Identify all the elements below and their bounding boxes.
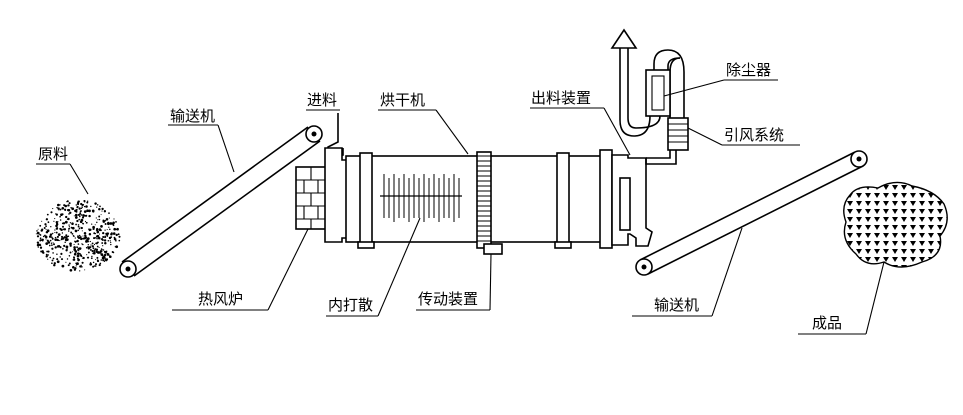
- label-right-conveyor: 输送机: [654, 296, 699, 314]
- label-internal-scatter: 内打散: [328, 296, 373, 314]
- hot-air-furnace: [295, 166, 327, 230]
- dust-collector: [610, 28, 685, 137]
- drive-unit: [483, 243, 503, 255]
- label-discharge-device: 出料装置: [531, 89, 591, 107]
- finished-product-pile: [843, 181, 948, 268]
- dryer-feed-head: [324, 147, 349, 243]
- label-left-conveyor: 输送机: [170, 107, 215, 125]
- exhaust-arrow-icon: [610, 28, 638, 49]
- induced-draft-system: [667, 117, 689, 151]
- leader-lines: [36, 79, 885, 335]
- label-raw-material: 原料: [38, 145, 68, 163]
- label-dryer: 烘干机: [380, 91, 425, 109]
- label-finished-product: 成品: [812, 314, 842, 332]
- raw-material-pile: [35, 199, 121, 272]
- label-induced-draft-system: 引风系统: [724, 126, 784, 144]
- label-dust-collector: 除尘器: [726, 61, 771, 79]
- label-feed: 进料: [307, 91, 337, 109]
- left-conveyor: [119, 125, 323, 278]
- label-transmission-device: 传动装置: [418, 290, 478, 308]
- label-hot-air-furnace: 热风炉: [198, 290, 243, 308]
- right-conveyor: [635, 150, 868, 276]
- dryer-drum: [345, 149, 613, 255]
- discharge-device: [611, 148, 677, 247]
- internal-scatter-elements: [380, 174, 462, 222]
